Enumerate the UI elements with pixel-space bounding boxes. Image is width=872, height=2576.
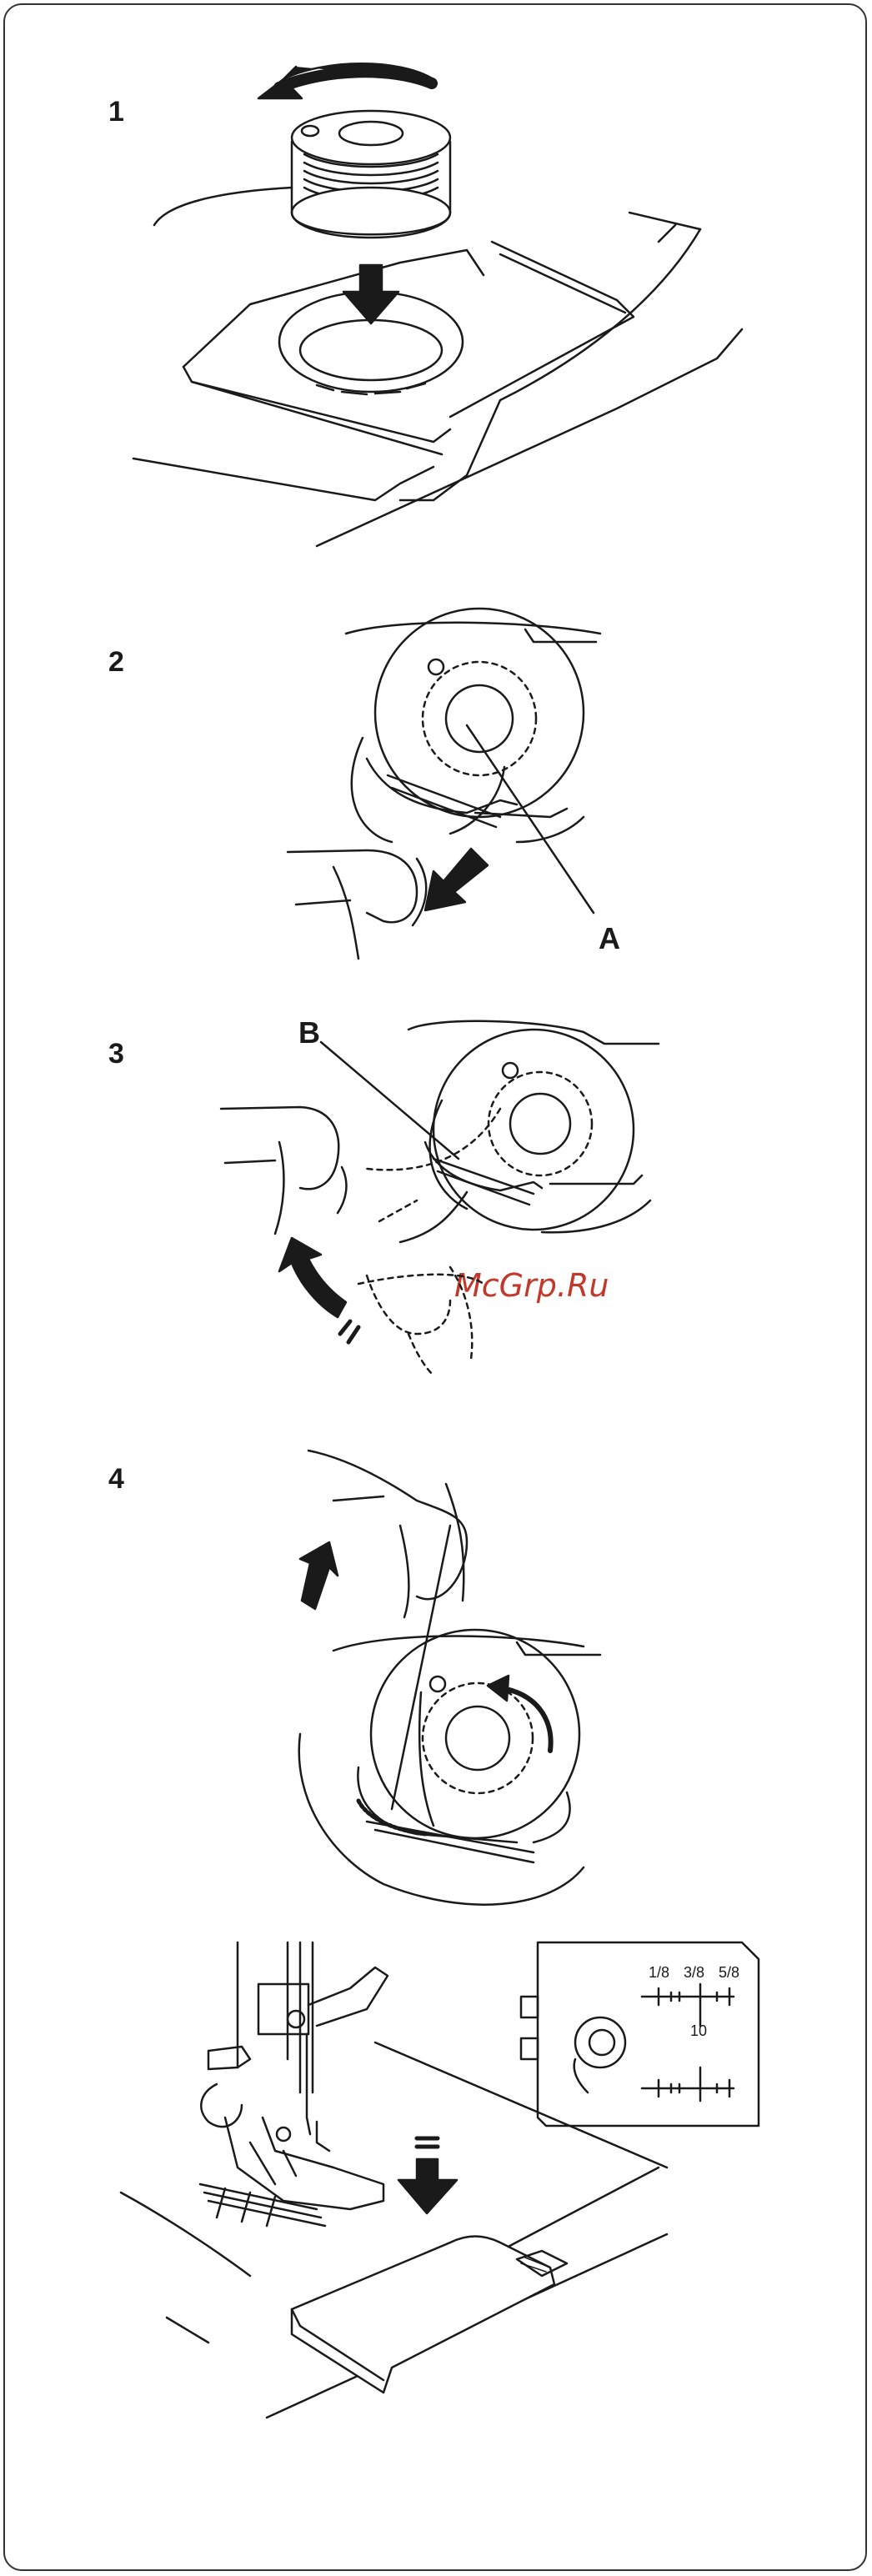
needle-plate xyxy=(292,2237,554,2393)
step1-illustration xyxy=(133,63,742,546)
scale-label-3-8: 3/8 xyxy=(684,1964,704,1981)
step3-curve-arrow xyxy=(279,1238,346,1317)
needle-plate-inset: 1/8 3/8 5/8 10 xyxy=(521,1942,759,2126)
step1-down-arrow xyxy=(343,265,398,323)
scale-label-10: 10 xyxy=(690,2022,707,2039)
step5-illustration: 1/8 3/8 5/8 10 xyxy=(121,1942,759,2418)
scale-label-5-8: 5/8 xyxy=(719,1964,739,1981)
step3-illustration xyxy=(221,1021,659,1376)
bobbin-icon xyxy=(292,111,450,238)
step2-illustration xyxy=(288,609,600,959)
step4-illustration xyxy=(299,1451,600,1905)
step4-up-arrow xyxy=(300,1542,338,1609)
scale-label-1-8: 1/8 xyxy=(649,1964,669,1981)
step5-down-arrow xyxy=(398,2159,457,2213)
step2-pull-arrow xyxy=(425,849,488,910)
